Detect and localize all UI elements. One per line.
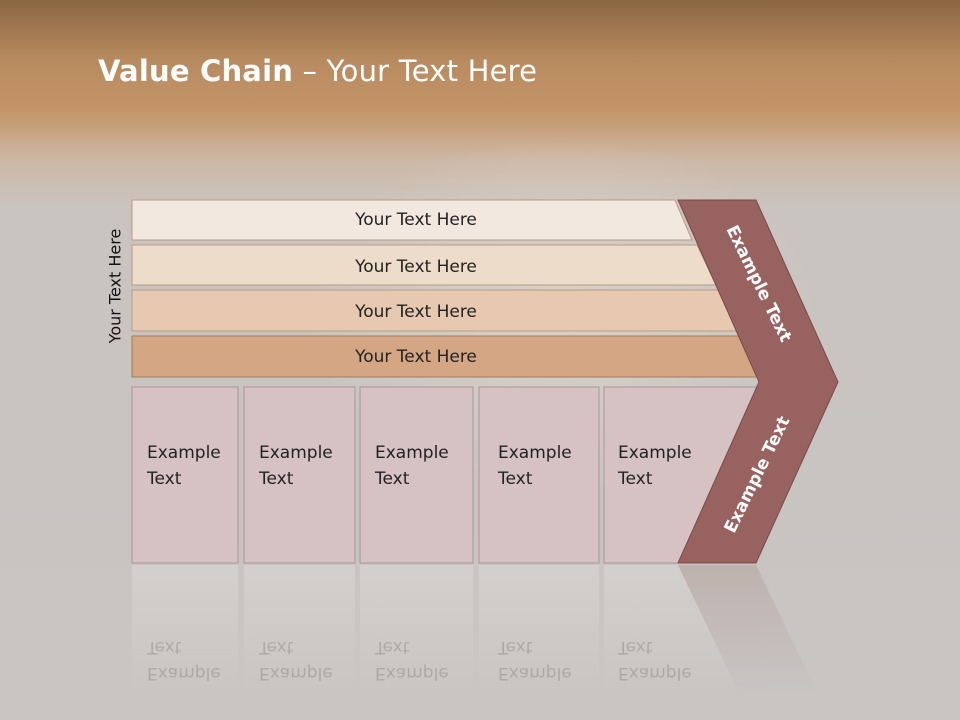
chevron	[677, 199, 839, 564]
row-4-text: Your Text Here	[354, 347, 477, 367]
box-2-reflection: Example Text	[259, 637, 333, 683]
box-1-reflection: Example Text	[147, 637, 221, 683]
box-5-reflection: Example Text	[618, 637, 692, 683]
box-5-text: Example Text	[618, 443, 692, 489]
box-3-reflection: Example Text	[375, 637, 449, 683]
box-4-text: Example Text	[498, 443, 572, 489]
box-1	[131, 386, 239, 564]
box-4	[478, 386, 600, 564]
row-3-text: Your Text Here	[354, 302, 477, 322]
box-2	[243, 386, 356, 564]
title-rest: – Your Text Here	[293, 54, 538, 88]
title-bold: Value Chain	[98, 54, 294, 88]
box-4-reflection: Example Text	[498, 637, 572, 683]
box-3-text: Example Text	[375, 443, 449, 489]
row-1-text: Your Text Here	[354, 210, 477, 230]
reflection	[132, 565, 818, 695]
row-2-text: Your Text Here	[354, 257, 477, 277]
box-1-text: Example Text	[147, 443, 221, 489]
page-title: Value Chain – Your Text Here	[98, 54, 537, 88]
box-3	[359, 386, 474, 564]
box-2-text: Example Text	[259, 443, 333, 489]
row-1	[131, 199, 693, 241]
